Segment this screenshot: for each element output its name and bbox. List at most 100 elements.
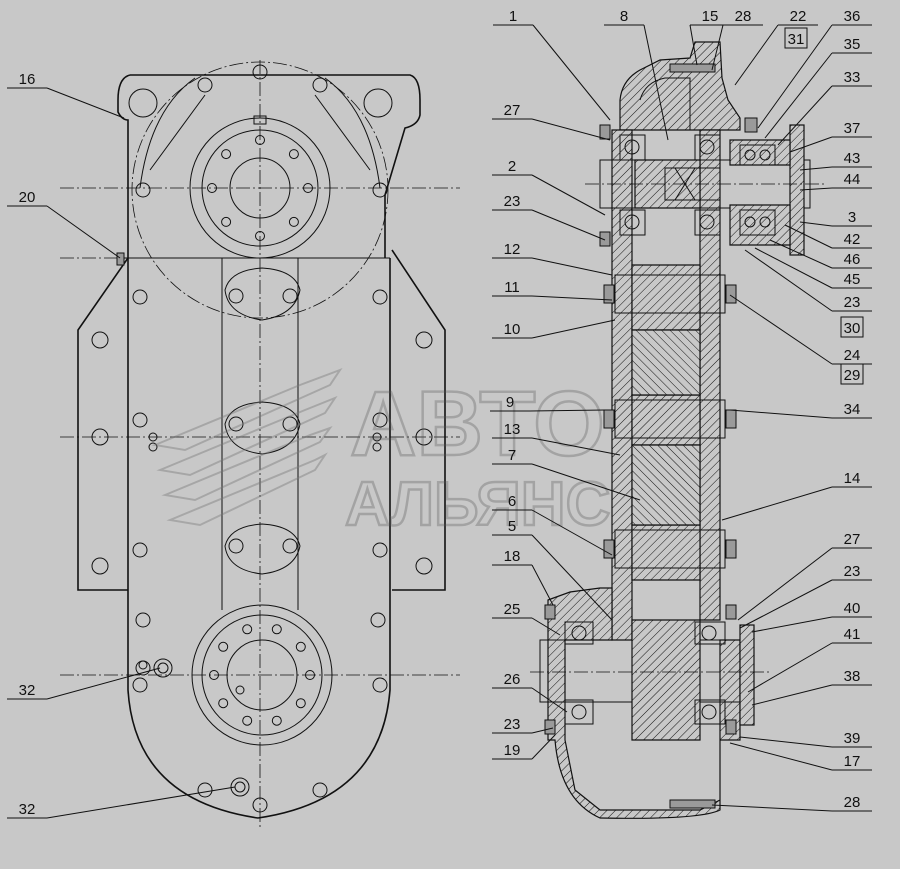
leader-line <box>643 24 669 141</box>
leader-line <box>734 24 779 86</box>
callout-number: 28 <box>735 8 752 25</box>
callout-number: 30 <box>844 320 861 337</box>
callout-23: 23 <box>744 249 872 312</box>
bolt <box>372 182 388 198</box>
leader-line <box>529 409 606 412</box>
callout-41: 41 <box>747 626 872 693</box>
bolt-pattern <box>132 64 388 813</box>
small-hole <box>138 660 148 670</box>
bolt <box>372 412 388 428</box>
bolt <box>282 538 298 554</box>
leader-line <box>531 257 613 276</box>
callout-23: 23 <box>492 716 554 734</box>
leader-line <box>744 249 833 312</box>
top-right-hole <box>363 88 393 118</box>
flange-bolt <box>288 149 299 160</box>
bolt <box>228 288 244 304</box>
callout-number: 27 <box>504 102 521 119</box>
callout-box <box>840 316 864 338</box>
watermark-line1: АВТО <box>350 373 605 475</box>
flange-bolt <box>271 624 282 635</box>
callout-number: 23 <box>504 716 521 733</box>
leader-line <box>711 804 833 812</box>
flange-bolt <box>218 641 229 652</box>
leader-line <box>531 727 554 734</box>
callout-2: 2 <box>492 158 606 216</box>
callout-32: 32 <box>7 667 161 700</box>
leader-line <box>46 205 121 259</box>
callout-5: 5 <box>492 518 613 621</box>
callout-number: 17 <box>844 753 861 770</box>
callout-number: 33 <box>844 69 861 86</box>
leader-line <box>737 547 833 621</box>
callout-number: 13 <box>504 421 521 438</box>
front-view <box>60 60 460 830</box>
callout-9: 9 <box>490 394 606 412</box>
flange-bolt <box>218 698 229 709</box>
bolt <box>132 412 148 428</box>
callout-number: 32 <box>19 682 36 699</box>
callout-number: 34 <box>844 401 861 418</box>
callout-number: 27 <box>844 531 861 548</box>
leader-line <box>531 463 641 501</box>
callout-3: 3 <box>799 209 872 227</box>
bolt <box>372 542 388 558</box>
callout-number: 45 <box>844 271 861 288</box>
callout-box <box>784 27 808 49</box>
leader-line <box>751 684 833 706</box>
small-hole <box>372 432 382 442</box>
callout-number: 23 <box>844 563 861 580</box>
watermark-logo: АВТО АЛЬЯНС <box>151 367 612 540</box>
callout-number: 23 <box>844 294 861 311</box>
callout-27: 27 <box>492 102 611 141</box>
callout-18: 18 <box>492 548 554 606</box>
flange-bolt <box>242 715 253 726</box>
callout-38: 38 <box>751 668 872 706</box>
callout-number: 3 <box>848 209 856 226</box>
callout-number: 14 <box>844 470 861 487</box>
bolt <box>282 288 298 304</box>
callout-29: 29 <box>840 363 864 385</box>
callout-20: 20 <box>7 189 121 259</box>
flange-bolt <box>209 670 219 680</box>
callout-number: 42 <box>844 231 861 248</box>
leader-line <box>531 209 606 241</box>
callout-number: 11 <box>504 279 520 296</box>
leader-line <box>531 509 613 556</box>
bolt <box>372 677 388 693</box>
callout-25: 25 <box>492 601 561 636</box>
leader-line <box>46 786 236 819</box>
leader-line <box>729 294 833 365</box>
diamond-covers <box>224 267 301 575</box>
flange-bolt <box>255 231 265 241</box>
callout-number: 20 <box>19 189 36 206</box>
callout-30: 30 <box>840 316 864 338</box>
bolt <box>252 64 268 80</box>
callout-46: 46 <box>769 239 872 269</box>
bolt <box>372 289 388 305</box>
callout-number: 28 <box>844 794 861 811</box>
bolt <box>312 782 328 798</box>
callout-number: 41 <box>844 626 861 643</box>
leader-line <box>531 437 621 456</box>
leader-line <box>739 736 833 748</box>
leader-line <box>799 187 833 191</box>
bolt <box>282 416 298 432</box>
idler-gears <box>614 264 726 581</box>
callout-number: 18 <box>504 548 521 565</box>
small-hole <box>148 442 158 452</box>
bolt <box>370 612 386 628</box>
callout-number: 16 <box>19 71 36 88</box>
callout-37: 37 <box>789 120 872 153</box>
callout-number: 24 <box>844 347 861 364</box>
leader-line <box>711 24 724 71</box>
callout-number: 40 <box>844 600 861 617</box>
callout-number: 22 <box>790 8 807 25</box>
drain-plug-upper <box>153 658 173 678</box>
callout-number: 35 <box>844 36 861 53</box>
leader-line <box>531 687 568 713</box>
callout-27: 27 <box>737 531 872 621</box>
callout-number: 44 <box>844 171 861 188</box>
bolt <box>252 797 268 813</box>
